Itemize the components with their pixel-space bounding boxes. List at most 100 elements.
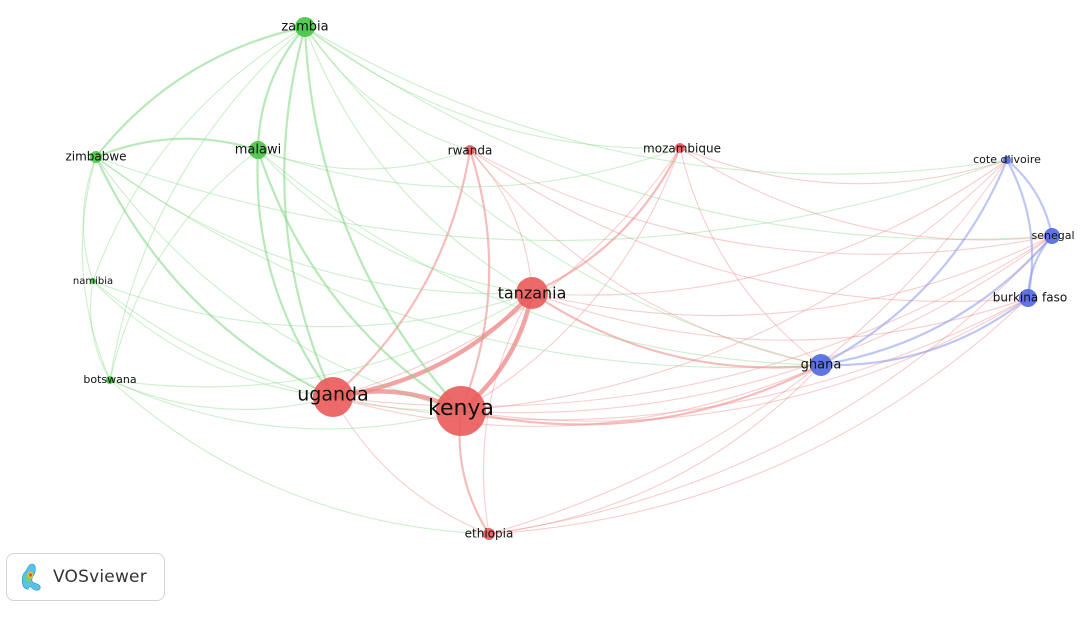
link-ghana-cote-divoire — [820, 159, 1009, 366]
link-botswana-uganda — [109, 379, 334, 410]
node-label-namibia: namibia — [73, 276, 113, 287]
node-circle-cote-divoire[interactable] — [1003, 156, 1011, 164]
link-zambia-zimbabwe — [95, 25, 306, 158]
vosviewer-badge[interactable]: VOSviewer — [6, 553, 165, 601]
link-zambia-kenya — [303, 26, 462, 412]
link-zambia-botswana — [109, 26, 306, 381]
link-namibia-uganda — [92, 280, 334, 398]
link-tanzania-ghana — [531, 292, 822, 369]
node-mozambique[interactable]: mozambique — [643, 142, 721, 156]
link-zambia-mozambique — [304, 26, 681, 149]
node-label-senegal: senegal — [1031, 229, 1074, 242]
link-malawi-botswana — [109, 149, 259, 381]
node-label-rwanda: rwanda — [448, 144, 493, 158]
link-senegal-cote-divoire — [1006, 159, 1054, 237]
node-ethiopia[interactable]: ethiopia — [465, 527, 514, 541]
node-label-botswana: botswana — [83, 373, 136, 386]
node-circle-senegal[interactable] — [1044, 228, 1060, 244]
link-rwanda-senegal — [469, 149, 1053, 255]
link-tanzania-cote-divoire — [531, 159, 1008, 296]
link-malawi-kenya — [256, 149, 462, 412]
node-circle-rwanda[interactable] — [465, 145, 475, 155]
link-zambia-tanzania — [304, 26, 533, 294]
node-circle-kenya[interactable] — [436, 386, 486, 436]
link-zambia-uganda — [283, 26, 335, 398]
link-zambia-cote-divoire — [304, 26, 1008, 175]
link-zimbabwe-tanzania — [95, 156, 533, 295]
node-label-malawi: malawi — [235, 143, 281, 158]
link-botswana-ethiopia — [109, 379, 490, 535]
link-zambia-namibia — [92, 26, 306, 282]
node-circle-uganda[interactable] — [313, 377, 353, 417]
node-circle-burkina-faso[interactable] — [1019, 289, 1037, 307]
link-burkina-faso-cote-divoire — [1006, 159, 1034, 299]
node-senegal[interactable]: senegal — [1031, 228, 1075, 244]
link-ghana-burkina-faso — [820, 297, 1029, 367]
node-label-zambia: zambia — [281, 20, 328, 35]
node-circle-botswana[interactable] — [106, 376, 114, 384]
node-circle-tanzania[interactable] — [516, 277, 548, 309]
link-mozambique-cote-divoire — [679, 147, 1008, 185]
node-zimbabwe[interactable]: zimbabwe — [65, 150, 126, 164]
node-uganda[interactable]: uganda — [297, 377, 369, 417]
node-tanzania[interactable]: tanzania — [498, 277, 567, 309]
node-rwanda[interactable]: rwanda — [448, 144, 493, 158]
link-kenya-rwanda — [459, 149, 491, 412]
link-tanzania-burkina-faso — [531, 292, 1029, 341]
link-uganda-ethiopia — [332, 396, 490, 535]
link-zimbabwe-ghana — [95, 156, 822, 369]
link-ethiopia-senegal — [488, 235, 1053, 535]
node-malawi[interactable]: malawi — [235, 141, 281, 159]
node-label-burkina-faso: burkina faso — [993, 291, 1067, 305]
node-namibia[interactable]: namibia — [73, 276, 113, 287]
link-mozambique-ghana — [679, 147, 822, 366]
link-ethiopia-cote-divoire — [488, 159, 1008, 535]
link-malawi-rwanda — [257, 149, 471, 170]
link-tanzania-mozambique — [531, 147, 681, 294]
link-zambia-ghana — [304, 26, 822, 366]
link-namibia-botswana — [90, 280, 111, 381]
link-kenya-senegal — [460, 235, 1053, 414]
link-zambia-rwanda — [304, 26, 471, 151]
node-cote-divoire[interactable]: cote d'ivoire — [973, 153, 1041, 166]
node-circle-zimbabwe[interactable] — [90, 151, 102, 163]
node-label-ethiopia: ethiopia — [465, 527, 514, 541]
node-circle-ethiopia[interactable] — [483, 528, 495, 540]
link-zimbabwe-namibia — [82, 156, 97, 282]
node-circle-ghana[interactable] — [810, 354, 832, 376]
link-zimbabwe-uganda — [95, 156, 334, 398]
node-label-ghana: ghana — [801, 358, 842, 373]
link-kenya-ghana — [460, 364, 822, 426]
link-kenya-burkina-faso — [460, 297, 1029, 422]
node-zambia[interactable]: zambia — [281, 17, 329, 37]
node-botswana[interactable]: botswana — [83, 373, 136, 386]
link-uganda-rwanda — [332, 149, 472, 398]
link-zimbabwe-kenya — [95, 156, 462, 412]
node-kenya[interactable]: kenya — [428, 386, 494, 436]
node-label-cote-divoire: cote d'ivoire — [973, 153, 1041, 166]
link-zambia-malawi — [256, 26, 306, 151]
node-circle-mozambique[interactable] — [675, 143, 685, 153]
vosviewer-label: VOSviewer — [53, 567, 147, 587]
link-uganda-tanzania — [332, 291, 534, 400]
link-kenya-cote-divoire — [460, 159, 1008, 412]
link-malawi-uganda — [256, 149, 334, 398]
link-zimbabwe-cote-divoire — [95, 156, 1008, 242]
node-circle-malawi[interactable] — [249, 141, 267, 159]
link-tanzania-senegal — [531, 235, 1053, 317]
link-rwanda-burkina-faso — [469, 149, 1029, 303]
node-label-mozambique: mozambique — [643, 142, 721, 156]
node-circle-namibia[interactable] — [90, 278, 96, 284]
link-namibia-tanzania — [92, 280, 533, 328]
link-malawi-zimbabwe — [95, 137, 259, 159]
link-malawi-ghana — [257, 149, 822, 366]
link-kenya-mozambique — [460, 147, 681, 412]
link-mozambique-senegal — [679, 147, 1053, 241]
node-burkina-faso[interactable]: burkina faso — [993, 289, 1067, 307]
link-botswana-tanzania — [109, 292, 533, 388]
link-uganda-ghana — [332, 364, 822, 427]
network-nodes: zambia malawi zimbabwe namibia botswana rwand… — [65, 17, 1075, 541]
node-circle-zambia[interactable] — [295, 17, 315, 37]
node-ghana[interactable]: ghana — [801, 354, 842, 376]
